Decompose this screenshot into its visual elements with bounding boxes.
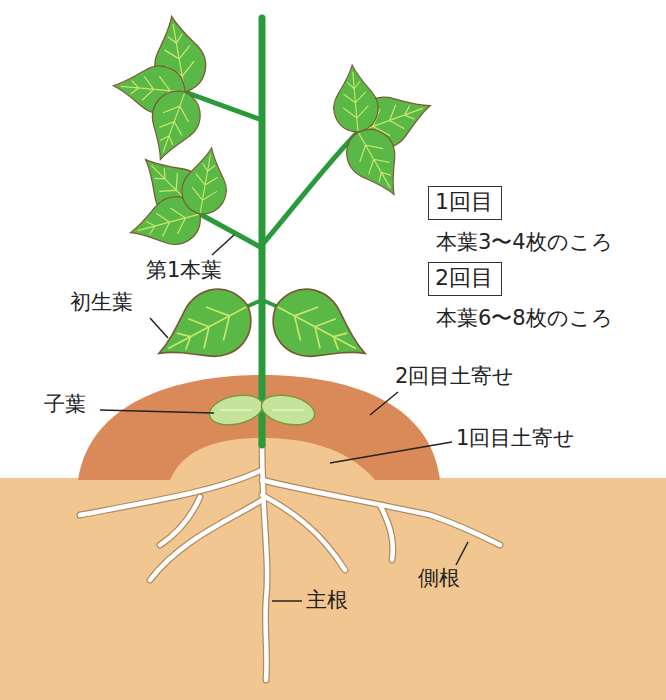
cotyledons [207,391,318,430]
step-title: 1回目 [435,187,495,217]
part-label: 1回目土寄せ [456,426,575,451]
roots [80,440,500,680]
first-mound [170,438,375,480]
part-label: 2回目土寄せ [395,364,514,389]
trifoliate-leaf [330,63,439,206]
part-label: 子葉 [44,392,86,417]
step-box: 2回目 [428,262,502,296]
part-label: 初生葉 [70,290,133,315]
trifoliate-leaf [111,12,210,168]
leader-lines [100,235,468,601]
part-label: 主根 [306,588,348,613]
stem [185,18,358,445]
stage-note: 本葉6〜8枚のころ [436,306,613,331]
stage-note: 本葉3〜4枚のころ [436,230,613,255]
part-label: 第1本葉 [146,258,222,283]
primary-leaves [143,277,380,383]
step-title: 2回目 [435,263,495,293]
step-box: 1回目 [428,186,502,220]
trifoliate-leaf [124,142,233,256]
part-label: 側根 [418,566,460,591]
